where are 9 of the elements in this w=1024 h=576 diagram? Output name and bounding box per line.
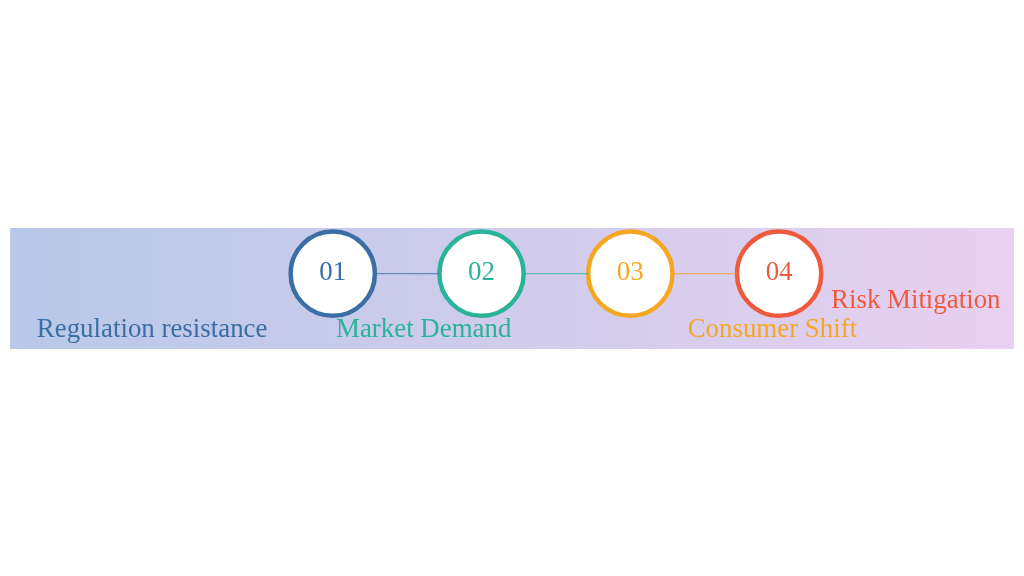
node-label: Risk Mitigation: [831, 283, 1001, 314]
node-circle: 04: [734, 228, 824, 318]
node-label: Regulation resistance: [36, 312, 268, 343]
connector: [672, 272, 738, 274]
connector: [523, 272, 589, 274]
node-circle: 01: [288, 228, 378, 318]
node-circle: 02: [437, 228, 526, 318]
node-circle: 03: [585, 228, 675, 318]
connector: [374, 272, 440, 274]
